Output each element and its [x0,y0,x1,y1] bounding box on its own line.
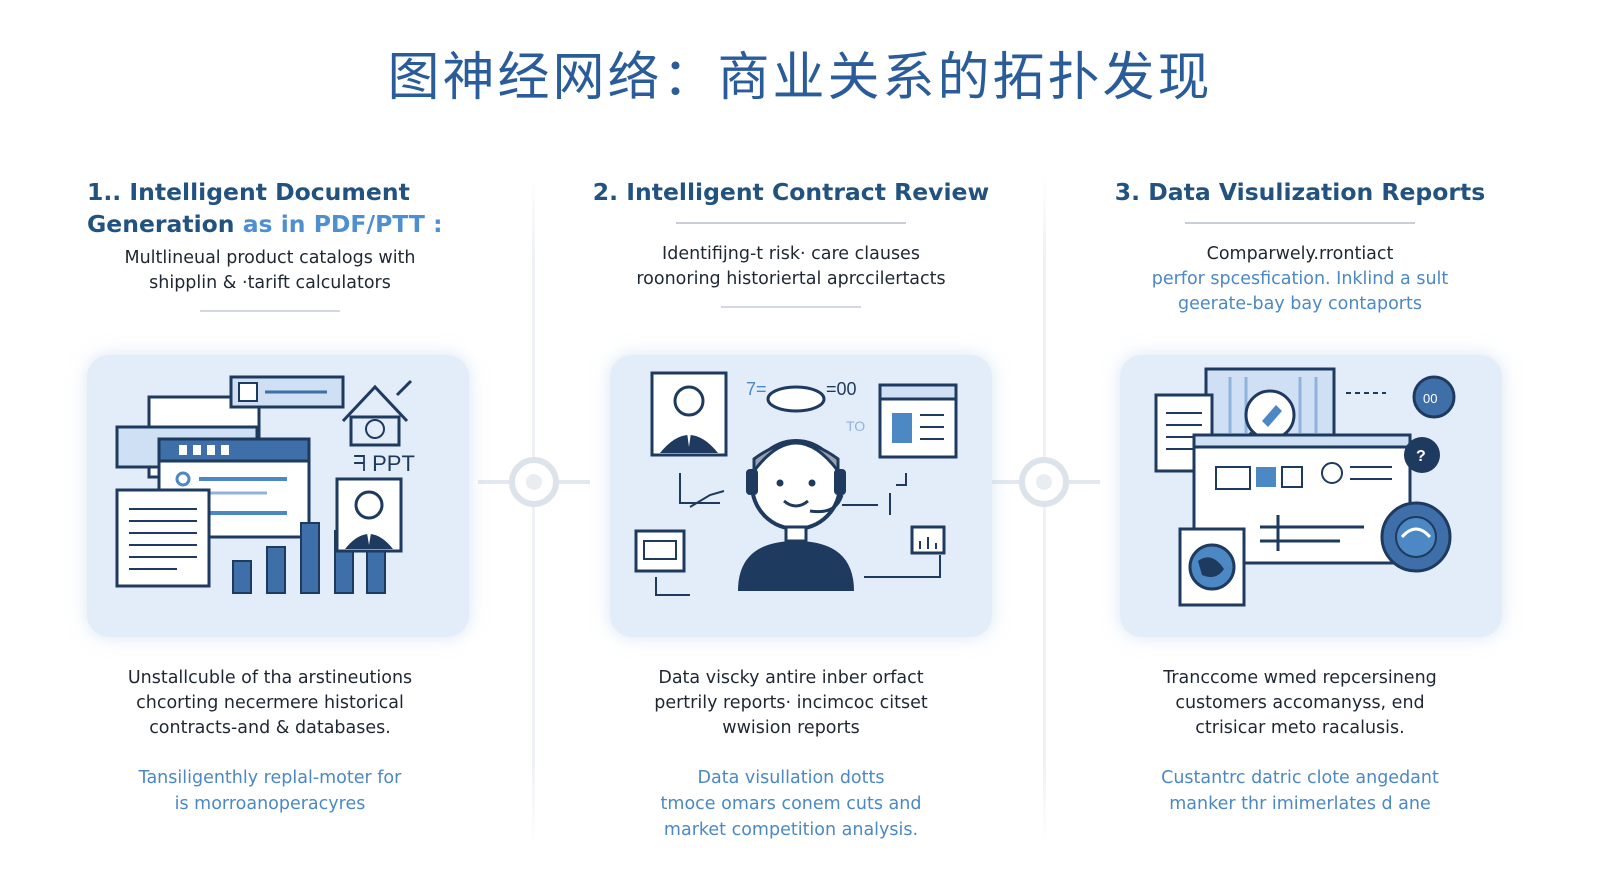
portrait-frame-icon [650,371,728,457]
description-rule [200,310,340,312]
column-title-line2: Generation [87,210,235,238]
visualization-reports-illustration: 00 ? [1120,355,1502,637]
title-rule [1185,222,1415,224]
column-contract-review: 2. Intelligent Contract Review Identifij… [566,170,1016,308]
illus-label-c: TO [846,418,865,434]
bottom-light-line: manker thr imimerlates d ane [1169,794,1431,814]
column-description: Identifijng-t risk· care clauses roonori… [566,242,1016,292]
person-portrait-icon [335,477,403,553]
bottom-dark-line: wwision reports [722,718,860,738]
column-title: 1.. Intelligent Document Generation as i… [45,176,495,240]
column-bottom-text: Unstallcuble of tha arstineutions chcort… [45,666,495,817]
document-generation-illustration: ᖷ PPT [87,355,469,637]
column-bottom-text: Tranccome wmed repcersineng customers ac… [1075,666,1525,817]
description-line: Multlineual product catalogs with [124,248,416,268]
column-title: 2. Intelligent Contract Review [592,178,990,206]
title-rule [676,222,906,224]
description-rule [721,306,861,308]
description-line: Comparwely.rrontiact [1206,244,1394,264]
column-document-generation: 1.. Intelligent Document Generation as i… [45,170,495,312]
bottom-dark-line: customers accomanyss, end [1175,693,1425,713]
bottom-dark-line: chcorting necermere historical [136,693,404,713]
contract-review-illustration: 7= =00 TO [610,355,992,637]
stacked-documents-icon [115,395,311,479]
connector-node-2-icon [988,457,1100,507]
small-chart-icon [910,525,946,555]
gear-label: 00 [1423,391,1437,406]
globe-icon [1178,527,1246,607]
bottom-light-line: tmoce omars conem cuts and [660,794,922,814]
description-line-blue: perfor spcesfication. Inklind a sult [1151,269,1449,289]
illus-label-a: 7= [746,379,767,399]
bottom-dark-line: ctrisicar meto racalusis. [1195,718,1405,738]
column-description: Multlineual product catalogs with shippl… [45,246,495,296]
bottom-light-line: is morroanoperacyres [174,794,366,814]
page-title: 图神经网络：商业关系的拓扑发现 [387,48,1213,108]
receipt-document-icon [634,529,686,573]
bottom-dark-line: Tranccome wmed repcersineng [1163,668,1437,688]
column-bottom-text: Data viscky antire inber orfact pertrily… [566,666,1016,843]
flow-arrows-icon [655,473,941,596]
description-line: shipplin & ·tarift calculators [149,273,391,293]
bottom-light-line: Tansiligenthly replal-moter for [138,768,402,788]
column-visualization-reports: 3. Data Visulization Reports Comparwely.… [1075,170,1525,317]
bottom-light-line: Custantrc datric clote angedant [1161,768,1439,788]
ppt-label: ᖷ PPT [353,451,415,476]
svg-text:?: ? [1416,448,1426,465]
bottom-dark-line: Data viscky antire inber orfact [658,668,924,688]
bottom-dark-line: Unstallcuble of tha arstineutions [127,668,413,688]
column-title: 3. Data Visulization Reports [1114,178,1486,206]
bottom-light-line: market competition analysis. [663,820,919,840]
speech-bubble-icon [766,385,826,413]
illus-label-b: =00 [826,379,857,399]
description-line: roonoring historiertal aprccilertacts [636,269,946,289]
profile-card-icon [229,375,345,409]
description-line: Identifijng-t risk· care clauses [662,244,920,264]
bottom-dark-line: pertrily reports· incimcoc citset [654,693,928,713]
column-title-line1: 1.. Intelligent Document [87,178,410,206]
bottom-dark-line: contracts-and & databases. [149,718,391,738]
home-icon [341,379,413,447]
column-divider-1 [532,176,535,844]
column-description: Comparwely.rrontiact perfor spcesficatio… [1075,242,1525,317]
gear-icon [1380,501,1452,573]
help-badge-icon: ? [1404,437,1440,473]
bar-chart-icon [232,522,386,594]
bottom-light-line: Data visullation dotts [697,768,885,788]
browser-window-icon [878,383,958,459]
support-agent-icon [738,439,854,591]
description-line-blue: geerate-bay bay contaports [1177,294,1422,314]
text-document-icon [115,488,211,588]
column-divider-2 [1043,176,1046,844]
connector-node-1-icon [478,457,590,507]
small-gear-icon: 00 [1412,375,1456,419]
column-title-highlight: as in PDF/PTT : [242,210,443,238]
